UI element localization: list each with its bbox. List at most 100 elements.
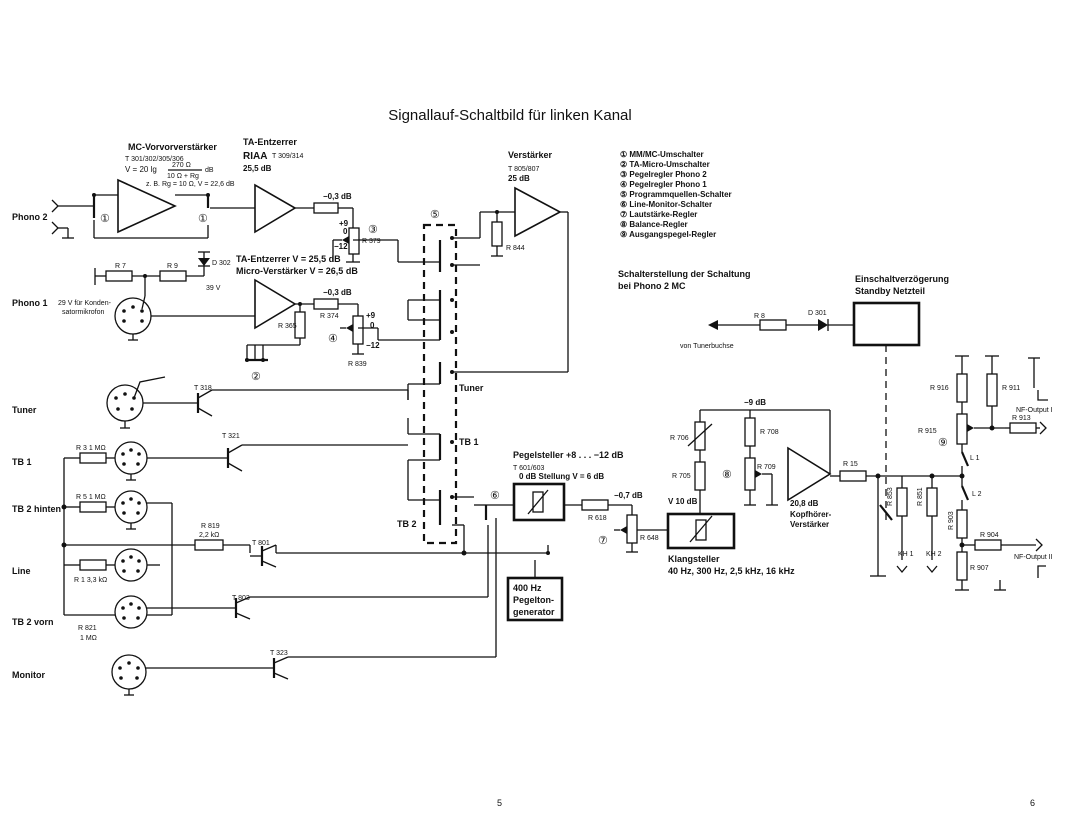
mc-pre-formula-num: 270 Ω	[172, 162, 191, 169]
din-socket-tb2-hinten[interactable]	[114, 490, 148, 524]
label-r708: R 708	[760, 429, 779, 436]
switch-label-tb1: TB 1	[459, 437, 479, 447]
legend-item-4: ④ Pegelregler Phono 1	[620, 180, 707, 189]
resistor-r618	[581, 499, 609, 511]
resistor-r9	[159, 270, 187, 282]
switch-label-tb2: TB 2	[397, 519, 417, 529]
resistor-mid-path	[313, 298, 339, 310]
label-r618: R 618	[588, 515, 607, 522]
mc-preamp-triangle	[117, 178, 177, 234]
circle-marker-5: ⑤	[430, 209, 440, 221]
pot-7	[626, 514, 638, 544]
level-minus03-mid: −0,3 dB	[323, 288, 352, 297]
pegelton-line2: Pegelton-	[513, 595, 554, 605]
verstaerker-gain: 25 dB	[508, 174, 530, 183]
mc-pre-formula-left: V = 20 lg	[125, 165, 157, 174]
label-r821: R 821	[78, 625, 97, 632]
resistor-r705	[694, 461, 706, 491]
resistor-r706	[694, 421, 706, 451]
level-minus12-mid: −12	[366, 341, 380, 350]
pegelton-line3: generator	[513, 607, 555, 617]
label-r8: R 8	[754, 313, 765, 320]
circle-marker-2: ②	[251, 371, 261, 383]
level-minus07: −0,7 dB	[614, 491, 643, 500]
din-socket-tuner[interactable]	[106, 384, 144, 422]
level-minus9: −9 dB	[744, 398, 766, 407]
amplifier-section: Verstärker T 805/807 25 dB R 844	[479, 150, 568, 257]
input-label-monitor: Monitor	[12, 670, 45, 680]
level-39v: 39 V	[206, 285, 221, 292]
label-r3: R 3 1 MΩ	[76, 445, 106, 452]
ta-entzerrer-transistors: T 309/314	[272, 153, 304, 160]
mc-preamp-section: MC-Vorvorverstärker T 301/302/305/306 V …	[51, 142, 255, 239]
legend-item-6: ⑥ Line-Monitor-Schalter	[620, 200, 712, 209]
label-kh2: KH 2	[926, 551, 942, 558]
legend: ① MM/MC-Umschalter ② TA-Micro-Umschalter…	[620, 150, 732, 239]
label-r709: R 709	[757, 464, 776, 471]
label-r839: R 839	[348, 361, 367, 368]
verstaerker-title: Verstärker	[508, 150, 553, 160]
legend-item-7: ⑦ Lautstärke-Regler	[620, 210, 697, 219]
circle-marker-7: ⑦	[598, 535, 608, 547]
tone-generator-box	[506, 576, 564, 622]
resistor-r913	[1009, 422, 1037, 434]
legend-item-9: ⑨ Ausgangspegel-Regler	[620, 230, 716, 239]
label-r819-val: 2,2 kΩ	[199, 532, 219, 539]
resistor-r853	[896, 487, 908, 517]
klangsteller-freqs: 40 Hz, 300 Hz, 2,5 kHz, 16 kHz	[668, 566, 795, 576]
resistor-top-path	[313, 202, 339, 214]
line-inputs: T 318 R 3 1 MΩ T 321 R 5 1	[61, 376, 548, 696]
circle-marker-3: ③	[368, 224, 378, 236]
circle-marker-6: ⑥	[490, 490, 500, 502]
resistor-r911	[986, 373, 998, 407]
kopfhoerer-line1: Kopfhörer-	[790, 510, 832, 519]
resistor-r708	[744, 417, 756, 447]
din-socket-tb2-vorn[interactable]	[114, 595, 148, 629]
label-r374: R 374	[320, 313, 339, 320]
pot-3	[348, 227, 360, 255]
label-nf2: NF-Output II	[1014, 554, 1053, 561]
page-number-right: 6	[1030, 798, 1035, 808]
resistor-r8	[759, 319, 787, 331]
din-socket-tb1[interactable]	[114, 441, 148, 475]
label-r706: R 706	[670, 435, 689, 442]
resistor-r15	[839, 470, 867, 482]
input-label-line: Line	[12, 566, 31, 576]
ta-micro-line2: Micro-Verstärker V = 26,5 dB	[236, 266, 358, 276]
label-r9: R 9	[167, 263, 178, 270]
circle-marker-1a: ①	[100, 213, 110, 225]
mic-note-line1: 29 V für Konden-	[58, 300, 112, 307]
ta-entzerrer-title: TA-Entzerrer	[243, 137, 297, 147]
mc-pre-title: MC-Vorvorverstärker	[128, 142, 217, 152]
label-r913: R 913	[1012, 415, 1031, 422]
label-t801: T 801	[252, 540, 270, 547]
verstaerker-transistors: T 805/807	[508, 166, 540, 173]
ta-entzerrer-riaa: RIAA	[243, 151, 267, 162]
label-r648: R 648	[640, 535, 659, 542]
level-plus9-mid: +9	[366, 311, 376, 320]
din-socket-phono1[interactable]	[114, 297, 152, 335]
circle-marker-9: ⑨	[938, 437, 948, 449]
circle-marker-1b: ①	[198, 213, 208, 225]
din-socket-monitor[interactable]	[111, 654, 147, 690]
label-t803: T 803	[232, 595, 250, 602]
kopfhoerer-line2: Verstärker	[790, 520, 829, 529]
label-r5: R 5 1 MΩ	[76, 494, 106, 501]
tone-control-section: Klangsteller 40 Hz, 300 Hz, 2,5 kHz, 16 …	[666, 398, 962, 576]
legend-item-3: ③ Pegelregler Phono 2	[620, 170, 707, 179]
diagram-title: Signallauf-Schaltbild für linken Kanal	[388, 107, 631, 124]
circle-marker-4: ④	[328, 333, 338, 345]
ta-entzerrer-gain: 25,5 dB	[243, 164, 272, 173]
resistor-r5	[79, 501, 107, 513]
label-kh1: KH 1	[898, 551, 914, 558]
label-d301: D 301	[808, 310, 827, 317]
pot-8	[744, 457, 756, 491]
level-control-section: ⑥ Pegelsteller +8 . . . −12 dB T 601/603…	[474, 450, 668, 622]
label-r915: R 915	[918, 428, 937, 435]
resistor-r903	[956, 509, 968, 539]
page-number-left: 5	[497, 798, 502, 808]
klangsteller-title: Klangsteller	[668, 554, 720, 564]
din-socket-line[interactable]	[114, 548, 148, 582]
